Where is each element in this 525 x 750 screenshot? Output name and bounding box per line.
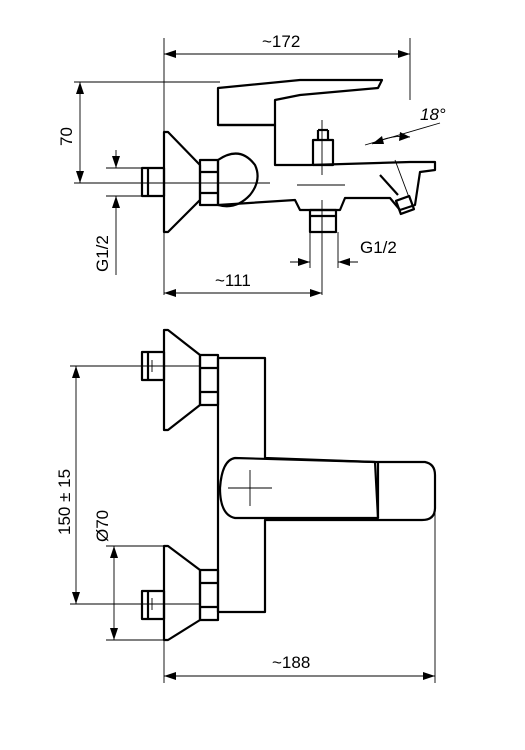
top-view: ~172 70 18° G1/2 G1/2 ~111 xyxy=(57,32,446,297)
arrowheads-front xyxy=(72,366,435,680)
faucet-front-outline xyxy=(140,328,437,642)
construction-lines-front xyxy=(142,360,272,610)
dim-angle: 18° xyxy=(420,105,446,124)
faucet-top-outline xyxy=(140,78,437,234)
dim-height-70: 70 xyxy=(57,127,76,146)
dim-width-top: ~172 xyxy=(262,32,300,51)
extension-lines-front xyxy=(70,365,436,683)
dim-outlet-thread: G1/2 xyxy=(360,238,397,257)
dim-inlet-offset: ~111 xyxy=(215,271,251,290)
dim-escutcheon: Ø70 xyxy=(93,510,112,542)
construction-lines xyxy=(142,120,345,232)
dim-center-distance: 150 ± 15 xyxy=(55,469,74,535)
dim-inlet-thread: G1/2 xyxy=(93,235,112,272)
dimension-lines-front xyxy=(75,366,435,677)
front-view: 150 ± 15 Ø70 ~188 xyxy=(55,328,437,683)
dim-width-front: ~188 xyxy=(272,653,310,672)
arrowheads xyxy=(76,50,410,297)
